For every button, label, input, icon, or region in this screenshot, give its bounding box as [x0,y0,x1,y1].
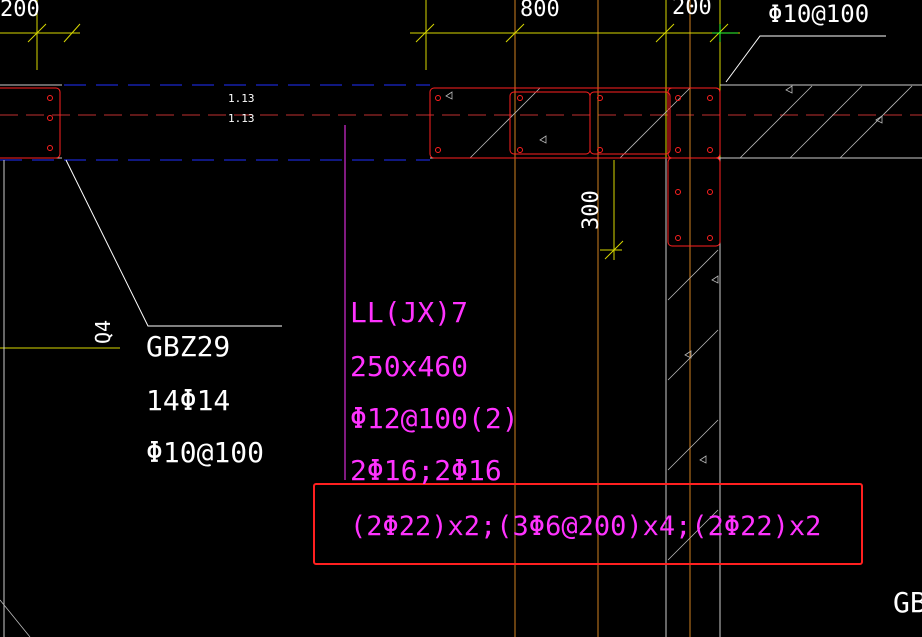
dim-label-800: 800 [520,0,560,22]
wall-hatching [0,85,913,637]
beam-diagonal-rebar: (2Φ22)x2;(3Φ6@200)x4;(2Φ22)x2 [350,511,821,542]
wall-label-q4: Q4 [91,320,115,344]
axis-label-1: 1.13 [228,92,255,105]
column-rebar-boxes [0,87,721,247]
dimension-ticks [0,23,740,260]
beam-longitudinal: 2Φ16;2Φ16 [350,454,502,487]
green-tick [712,24,738,42]
rebar-label-top: Φ10@100 [768,0,869,28]
column-id: GBZ29 [146,330,230,363]
corner-label: GB [893,586,922,619]
beam-stirrup: Φ12@100(2) [350,402,519,435]
beam-size: 250x460 [350,350,468,383]
beam-id: LL(JX)7 [350,296,468,329]
dim-label-200-right: 200 [672,0,712,20]
axis-label-2: 1.13 [228,112,255,125]
selection-highlight-box [313,483,863,565]
column-main-rebar: 14Φ14 [146,384,230,417]
dim-label-300: 300 [579,190,604,230]
leader-lines [65,35,886,327]
triangle-marks [445,85,883,464]
dim-label-200-left: 200 [0,0,40,22]
column-stirrup: Φ10@100 [146,436,264,469]
